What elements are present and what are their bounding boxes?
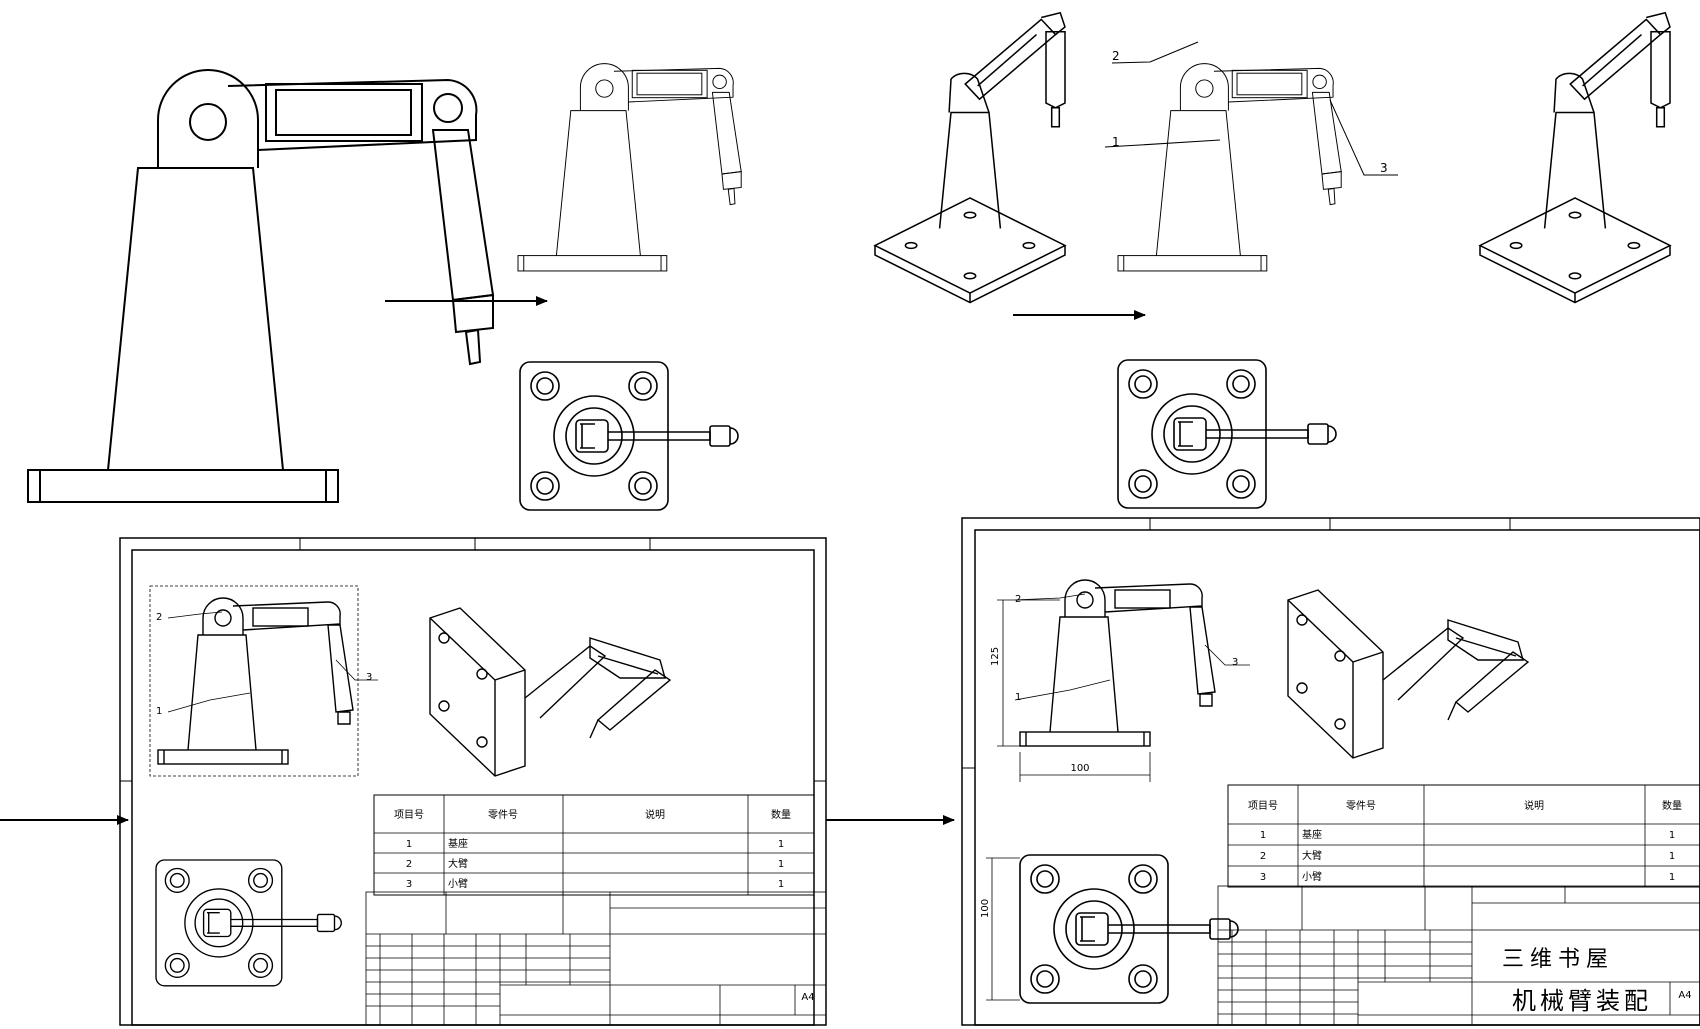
sheet1-bom-qty: 1 <box>778 859 784 870</box>
sheet1-bom-header-item: 项目号 <box>394 809 424 821</box>
robot-top-view-2 <box>1117 359 1337 509</box>
sheet2-bom-header-part: 零件号 <box>1346 800 1376 812</box>
sheet2-balloon-3: 3 <box>1232 657 1238 668</box>
sheet2-bom-qty: 1 <box>1669 851 1675 862</box>
sheet1-title-block <box>365 891 827 1026</box>
sheet2-balloon-1: 1 <box>1015 692 1021 703</box>
sheet1-size: A4 <box>801 992 814 1003</box>
balloon-1: 1 <box>1112 135 1120 149</box>
sheet2-company: 三维书屋 <box>1502 947 1614 972</box>
sheet2-bom-item: 1 <box>1260 830 1266 841</box>
sheet2-dim-width: 100 <box>1070 763 1089 774</box>
sheet1-balloon-2: 2 <box>156 612 162 623</box>
sheet1-bom-header-desc: 说明 <box>645 808 665 821</box>
sheet1-bom-header-qty: 数量 <box>771 808 791 821</box>
sheet1-bom-table: 项目号 零件号 说明 数量 1 基座 1 2 大臂 1 3 小臂 1 <box>373 794 815 896</box>
sheet1-iso-view <box>429 607 672 777</box>
sheet2-dimensions <box>986 599 1151 1001</box>
sheet2-size: A4 <box>1678 990 1691 1001</box>
sheet2-bom-item: 3 <box>1260 872 1266 883</box>
robot-iso-view-1 <box>874 11 1066 304</box>
sheet2-bom-part: 小臂 <box>1302 870 1322 883</box>
sheet2-bom-header-desc: 说明 <box>1524 799 1544 812</box>
sheet2-iso-view <box>1287 589 1530 759</box>
balloon-2: 2 <box>1112 49 1120 63</box>
sheet2-dim-height: 125 <box>990 647 1001 666</box>
sheet1-bom-part: 大臂 <box>448 857 468 870</box>
sheet2-bom-header-item: 项目号 <box>1248 800 1278 812</box>
robot-top-view-1 <box>519 361 739 511</box>
balloon-3: 3 <box>1380 161 1388 175</box>
drawing-sheet-1: 2 1 3 项目号 零件号 说明 数量 1 基座 1 2 <box>119 537 827 1026</box>
drawing-sheet-2: 2 1 3 125 100 100 <box>961 517 1700 1026</box>
robot-front-view-small <box>517 63 742 272</box>
sheet1-bom-part: 基座 <box>448 837 468 850</box>
sheet1-bom-item: 2 <box>406 859 412 870</box>
robot-front-view-balloons <box>1117 63 1342 272</box>
sheet2-bom-part: 大臂 <box>1302 849 1322 862</box>
sheet1-bom-item: 1 <box>406 839 412 850</box>
sheet1-balloon-3: 3 <box>366 672 372 683</box>
balloon-leaders <box>1104 41 1398 176</box>
sheet2-bom-table: 项目号 零件号 说明 数量 1 基座 1 2 大臂 1 3 小臂 1 <box>1227 784 1700 888</box>
sheet1-bom-qty: 1 <box>778 839 784 850</box>
sheet1-bom-item: 3 <box>406 879 412 890</box>
sheet2-title-block <box>1217 885 1700 1026</box>
sheet1-bom-header-part: 零件号 <box>488 809 518 821</box>
sheet2-bom-qty: 1 <box>1669 830 1675 841</box>
sheet1-bom-part: 小臂 <box>448 877 468 890</box>
sheet2-bom-header-qty: 数量 <box>1662 799 1682 812</box>
sheet2-bom-qty: 1 <box>1669 872 1675 883</box>
sheet2-bom-part: 基座 <box>1302 828 1322 841</box>
sheet2-balloon-2: 2 <box>1015 594 1021 605</box>
robot-side-view-large <box>27 69 494 503</box>
robot-iso-view-2 <box>1479 11 1671 304</box>
sheet2-dim-side: 100 <box>980 899 991 918</box>
sheet2-drawing-name: 机械臂装配 <box>1512 987 1652 1015</box>
sheet1-balloon-1: 1 <box>156 706 162 717</box>
sheet1-bom-qty: 1 <box>778 879 784 890</box>
sheet2-bom-item: 2 <box>1260 851 1266 862</box>
